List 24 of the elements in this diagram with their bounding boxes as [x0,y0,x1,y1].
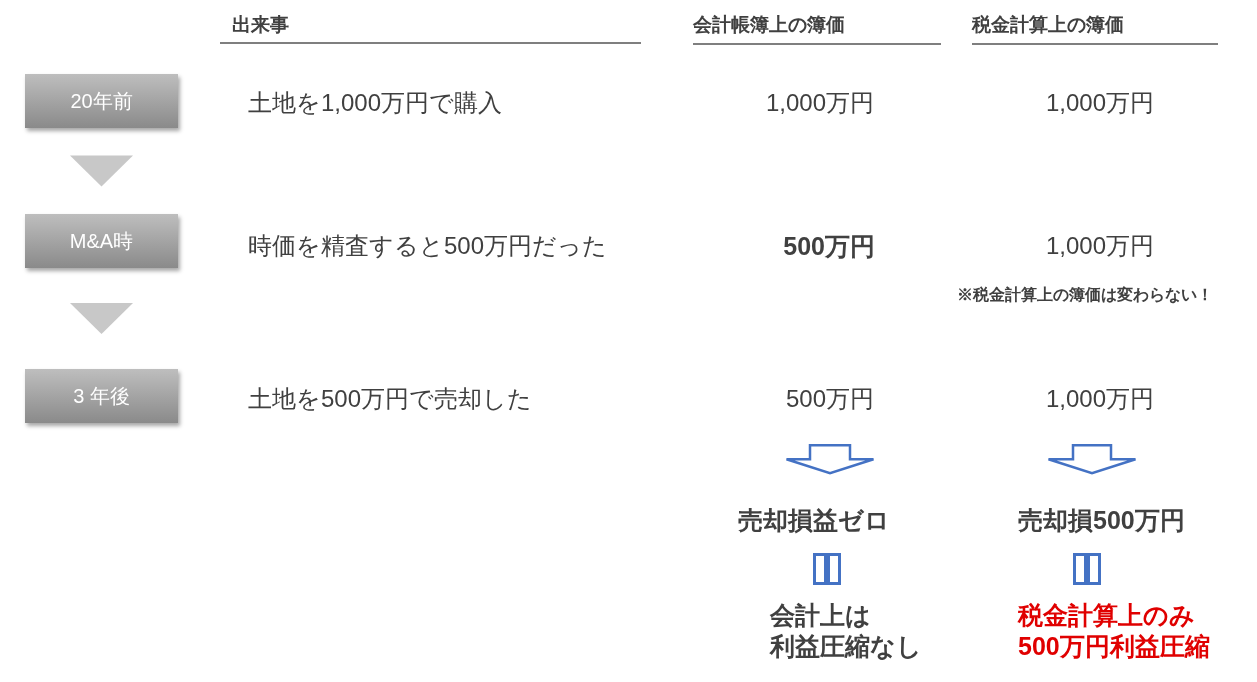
event-text: 土地を1,000万円で購入 [248,88,503,118]
event-text: 時価を精査すると500万円だった [248,231,608,261]
block-arrow [1047,444,1137,475]
step-box: M&A時 [25,214,178,268]
conclusion-text: 税金計算上のみ500万円利益圧縮 [1018,600,1211,662]
block-arrow [785,444,875,475]
event-text: 土地を500万円で売却した [248,384,533,414]
amount-text: 500万円 [785,384,874,414]
amount-text: 500万円 [783,230,875,262]
amount-text: 1,000万円 [1045,88,1154,118]
conclusion-text: 会計上は利益圧縮なし [770,600,923,662]
step-box: 20年前 [25,74,178,128]
triangle-arrow [70,303,133,334]
note-text: ※税金計算上の簿価は変わらない！ [957,285,1213,305]
column-heading: 税金計算上の簿価 [972,13,1124,37]
amount-text: 1,000万円 [765,88,874,118]
result-text: 売却損益ゼロ [738,504,890,536]
result-text: 売却損500万円 [1018,504,1185,536]
triangle-arrow [70,155,133,187]
column-heading: 出来事 [232,13,289,37]
step-box: 3 年後 [25,369,178,423]
amount-text: 1,000万円 [1045,384,1154,414]
column-heading: 会計帳簿上の簿価 [693,13,845,37]
amount-text: 1,000万円 [1045,231,1154,261]
